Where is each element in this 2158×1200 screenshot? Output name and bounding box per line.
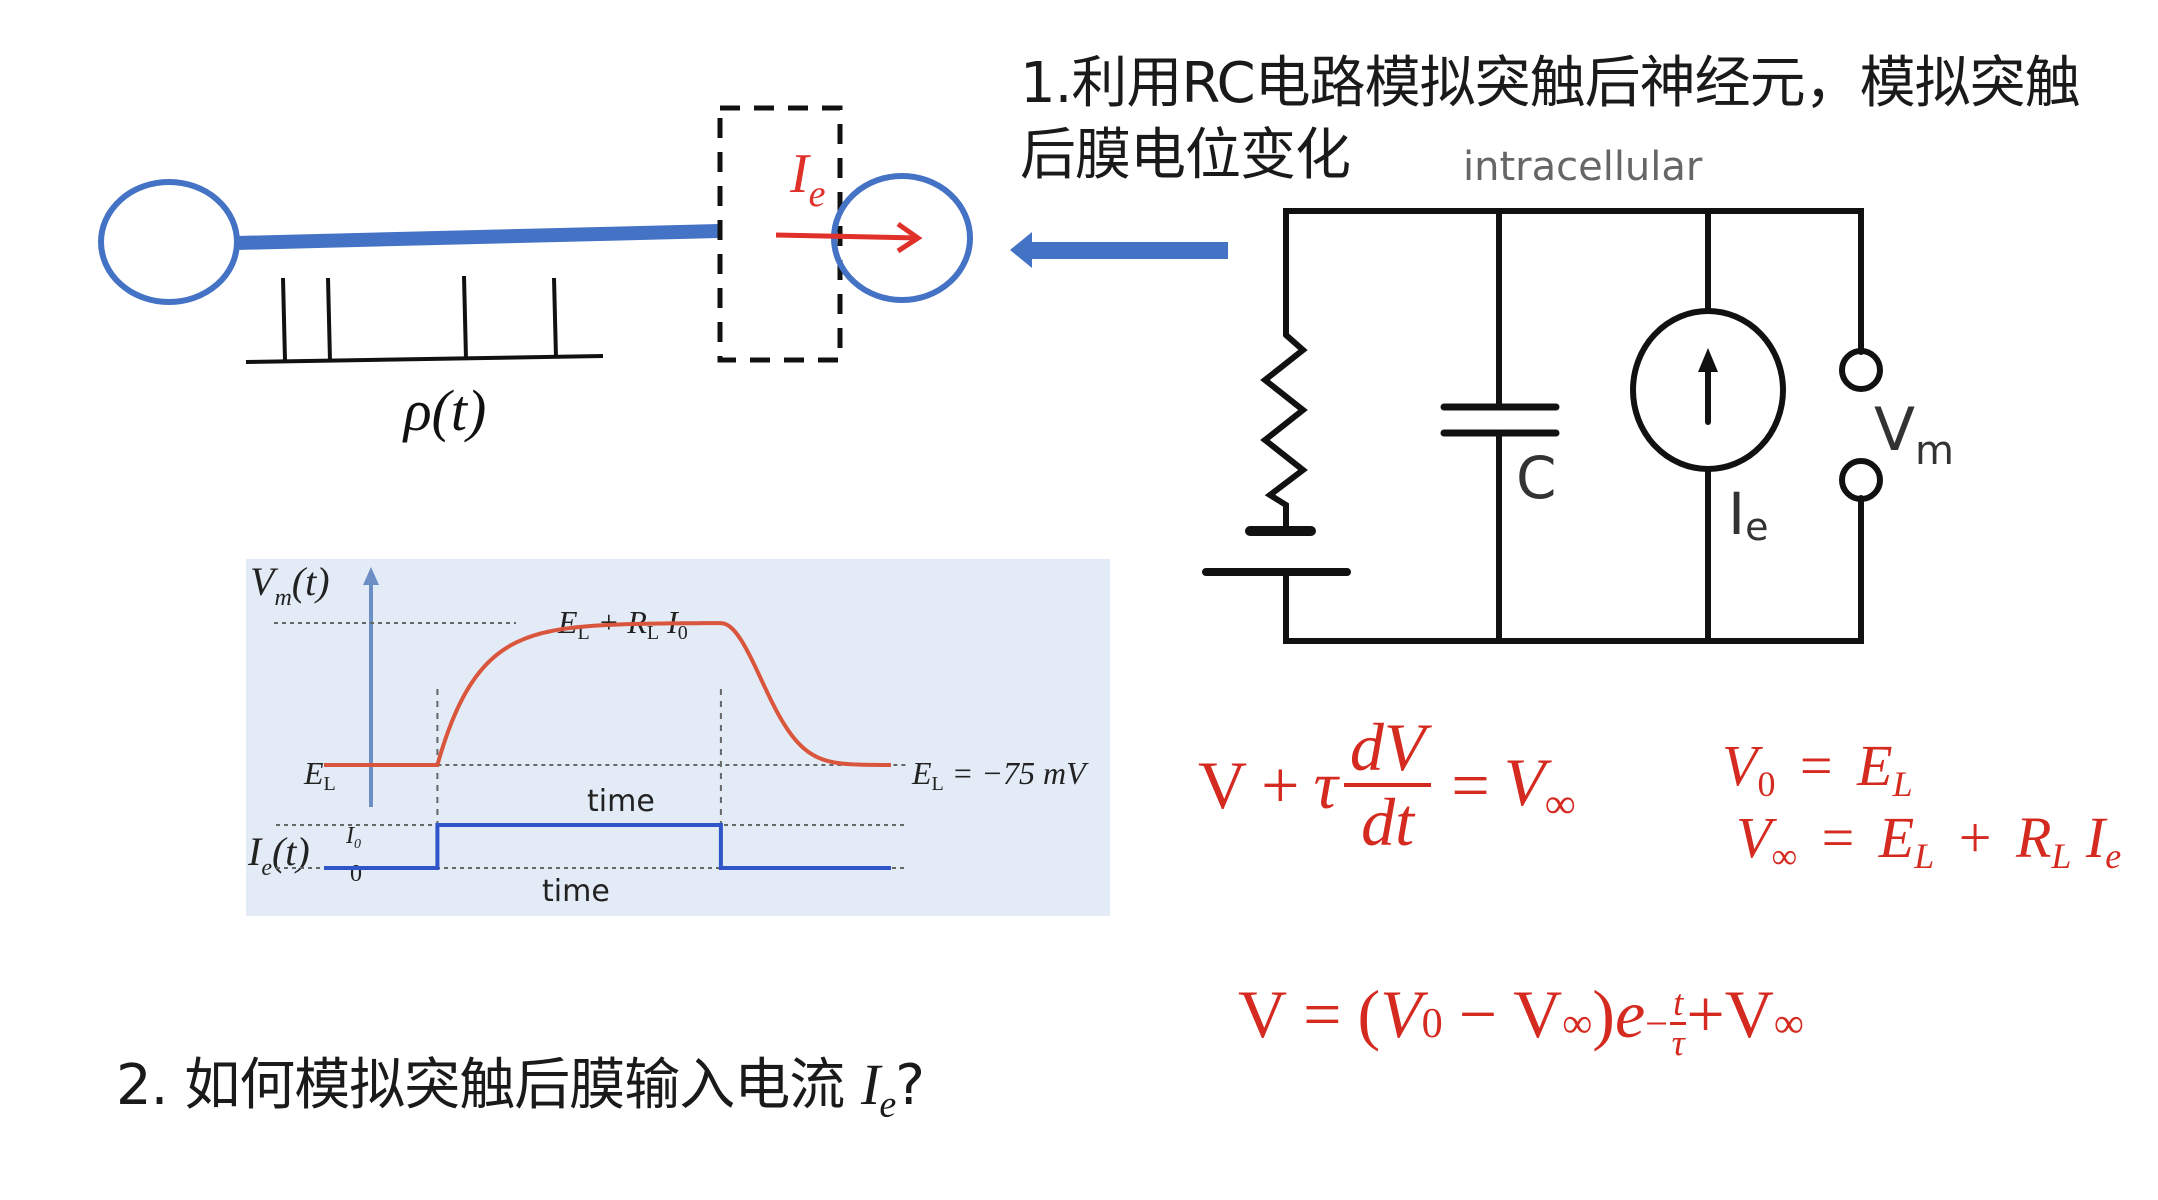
chart-background [246,559,1110,916]
steady-state-eq: V∞ = EL + RL Ie [1736,805,2122,876]
eq1-derivative: dV dt [1343,711,1432,861]
ie-tick-0: 0 [350,861,362,887]
title-line-2: 后膜电位变化 [1020,123,1351,188]
resistor [1260,332,1308,533]
membrane-ode: V + τ dV dt = V∞ [1198,711,1576,861]
question-text: 2. 如何模拟突触后膜输入电流 [116,1053,862,1118]
neuron-diagram: ρ(t) Ie [98,105,1228,443]
slide-title: 1.利用RC电路模拟突触后神经元，模拟突触 后膜电位变化 [1020,48,2081,192]
ie-series-line [324,823,891,870]
bottom-wire [1283,495,1864,644]
current-arrow-shaft [775,232,919,241]
eq1-tau: τ [1313,746,1338,823]
axon [237,224,719,250]
presynaptic-neuron-soma [98,179,240,305]
exponent: − t τ [1645,982,1687,1063]
current-arrow-head [896,221,923,254]
eq1-equals: = [1451,746,1490,823]
spike-1 [281,277,287,362]
eq1-V: V [1198,746,1248,823]
vm-y-label: Vm(t) [250,559,330,611]
spike-train-label: ρ(t) [402,378,487,443]
ie-y-label: Ie(t) [247,829,310,881]
vm-terminal-bottom [1839,458,1883,502]
spike-2 [326,277,332,362]
top-wire [1283,208,1864,355]
intracellular-label: intracellular [1463,144,1703,190]
capacitor-label: C [1516,444,1557,512]
left-pointing-arrow [1010,232,1228,268]
eq1-denominator: dt [1361,784,1415,861]
initial-condition-eq: V0 = EL [1722,733,1913,804]
rc-circuit: intracellular C Ie Vm [1202,144,1954,644]
eq1-rhs: V∞ [1503,743,1576,828]
vm-series-line [324,621,892,767]
current-label: Ie [789,143,826,215]
ie-x-label: time [542,874,610,909]
question-mark: ? [895,1053,925,1118]
vm-label: Vm [1874,395,1954,474]
vm-x-label: time [587,784,655,819]
title-line-1: 1.利用RC电路模拟突触后神经元，模拟突触 [1020,51,2081,116]
eq1-numerator: dV [1343,711,1432,788]
question-math: Ie [861,1052,896,1126]
source-label: Ie [1728,480,1769,549]
vm-terminal-top [1839,348,1883,392]
spike-3 [462,275,468,360]
question-2: 2. 如何模拟突触后膜输入电流 Ie? [116,1040,925,1127]
source-arrow-head [1698,348,1718,372]
spike-4 [552,277,558,359]
membrane-response-chart: Vm(t) EL + RL I0 EL EL = −75 mV time Ie(… [246,559,1110,916]
vm-y-axis-arrowhead [363,567,379,585]
spike-train-baseline [245,354,604,364]
eq1-plus: + [1261,746,1300,823]
